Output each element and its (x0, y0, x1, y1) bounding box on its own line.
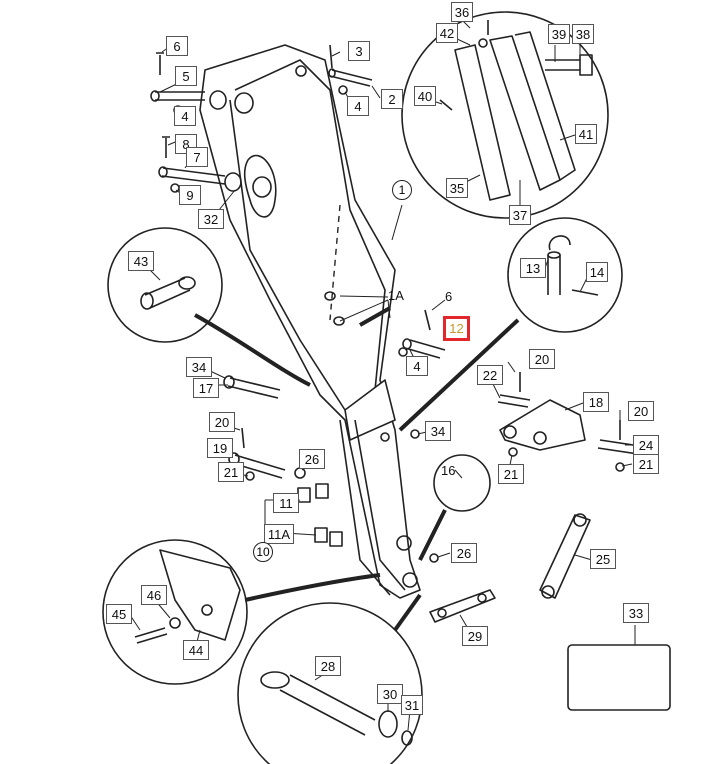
callout-7[interactable]: 7 (186, 147, 208, 167)
callout-2[interactable]: 2 (381, 89, 403, 109)
callout-46[interactable]: 46 (141, 585, 167, 605)
callout-5[interactable]: 5 (175, 66, 197, 86)
callout-38[interactable]: 38 (572, 24, 594, 44)
callout-11A[interactable]: 11A (264, 524, 294, 544)
callout-4-top[interactable]: 4 (347, 96, 369, 116)
label-1A: 1A (388, 288, 404, 303)
callout-28[interactable]: 28 (315, 656, 341, 676)
callout-12-highlighted[interactable]: 12 (443, 316, 470, 341)
callout-20-top[interactable]: 20 (529, 349, 555, 369)
callout-26-bottom[interactable]: 26 (451, 543, 477, 563)
callout-20-right[interactable]: 20 (628, 401, 654, 421)
circled-1[interactable]: 1 (392, 180, 412, 200)
callout-34-left[interactable]: 34 (186, 357, 212, 377)
callout-44[interactable]: 44 (183, 640, 209, 660)
callout-22[interactable]: 22 (477, 365, 503, 385)
callout-3[interactable]: 3 (348, 41, 370, 61)
callout-25[interactable]: 25 (590, 549, 616, 569)
callout-17[interactable]: 17 (193, 378, 219, 398)
callout-4-mid[interactable]: 4 (406, 356, 428, 376)
boom-arm (199, 44, 421, 599)
callout-37[interactable]: 37 (509, 205, 531, 225)
callout-6[interactable]: 6 (166, 36, 188, 56)
callout-42[interactable]: 42 (436, 23, 458, 43)
callout-20-left[interactable]: 20 (209, 412, 235, 432)
callout-30[interactable]: 30 (377, 684, 403, 704)
callout-19[interactable]: 19 (207, 438, 233, 458)
circled-10[interactable]: 10 (253, 542, 273, 562)
callout-26-top[interactable]: 26 (299, 449, 325, 469)
label-16: 16 (441, 463, 456, 478)
callout-24[interactable]: 24 (633, 435, 659, 455)
callout-9[interactable]: 9 (179, 185, 201, 205)
callout-13[interactable]: 13 (520, 258, 546, 278)
callout-36[interactable]: 36 (451, 2, 473, 22)
callout-29[interactable]: 29 (462, 626, 488, 646)
callout-34-right[interactable]: 34 (425, 421, 451, 441)
callout-4-left[interactable]: 4 (174, 106, 196, 126)
callout-21-mid[interactable]: 21 (498, 464, 524, 484)
callout-45[interactable]: 45 (106, 604, 132, 624)
callout-40[interactable]: 40 (414, 86, 436, 106)
callout-21-left[interactable]: 21 (218, 462, 244, 482)
callout-32[interactable]: 32 (198, 209, 224, 229)
callout-35[interactable]: 35 (446, 178, 468, 198)
callout-31[interactable]: 31 (401, 695, 423, 715)
callout-14[interactable]: 14 (586, 262, 608, 282)
callout-43[interactable]: 43 (128, 251, 154, 271)
callout-39[interactable]: 39 (548, 24, 570, 44)
callout-11[interactable]: 11 (273, 493, 299, 513)
label-6-mid: 6 (445, 289, 453, 304)
callout-21-right[interactable]: 21 (633, 454, 659, 474)
callout-33[interactable]: 33 (623, 603, 649, 623)
callout-18[interactable]: 18 (583, 392, 609, 412)
callout-41[interactable]: 41 (575, 124, 597, 144)
